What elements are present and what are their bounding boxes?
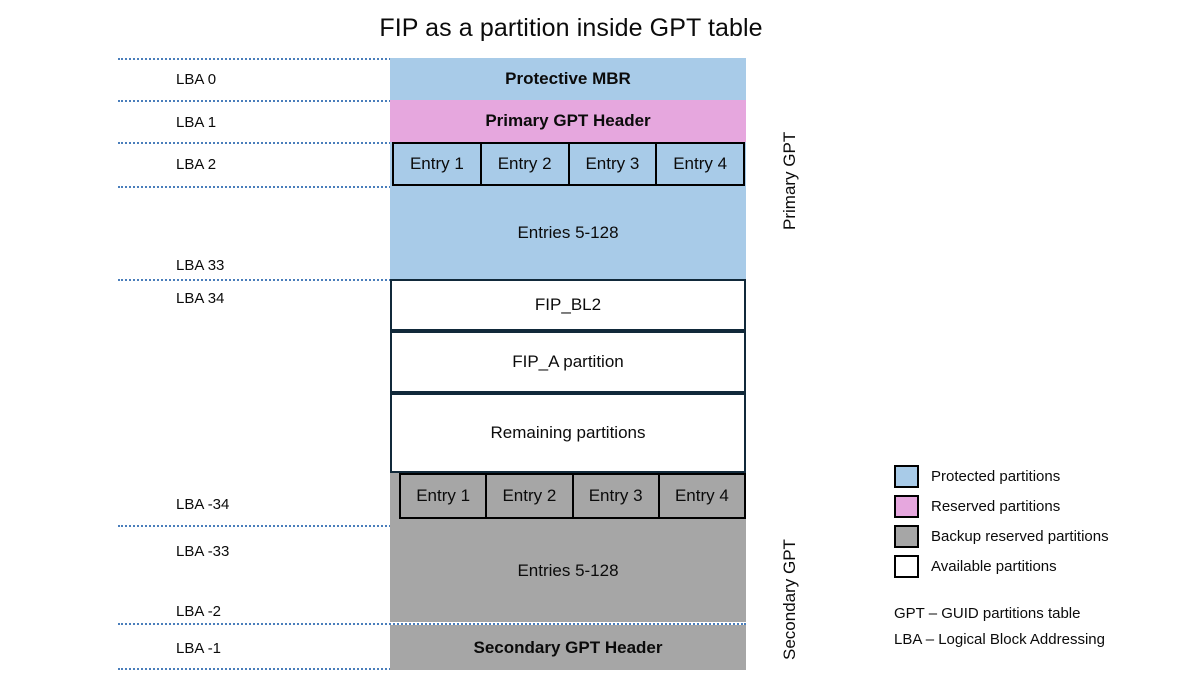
lba-label-33: LBA 33 xyxy=(176,257,225,274)
side-label-secondary-gpt: Secondary GPT xyxy=(780,539,799,660)
lba-label-1: LBA 1 xyxy=(176,114,217,131)
gpt-layout-stack: Protective MBR Primary GPT Header Entry … xyxy=(390,58,746,670)
band-primary-gpt-header: Primary GPT Header xyxy=(390,100,746,142)
band-secondary-entries-5-128: Entries 5-128 xyxy=(390,519,746,622)
secondary-entry-3: Entry 3 xyxy=(573,475,660,517)
secondary-entry-1: Entry 1 xyxy=(401,475,488,517)
primary-entry-3: Entry 3 xyxy=(569,144,658,184)
abbreviation-lba: LBA – Logical Block Addressing xyxy=(894,631,1105,648)
legend: Protected partitions Reserved partitions… xyxy=(894,461,1109,581)
secondary-gpt-entry-strip: Entry 1 Entry 2 Entry 3 Entry 4 xyxy=(399,473,746,519)
band-fip-bl2: FIP_BL2 xyxy=(390,279,746,331)
secondary-entry-2: Entry 2 xyxy=(487,475,574,517)
band-fip-a-partition: FIP_A partition xyxy=(390,331,746,393)
legend-item-backup-reserved: Backup reserved partitions xyxy=(894,521,1109,551)
lba-label-34: LBA 34 xyxy=(176,290,225,307)
primary-entry-4: Entry 4 xyxy=(657,144,743,184)
lba-label-neg-33: LBA -33 xyxy=(176,543,230,560)
legend-label-reserved: Reserved partitions xyxy=(931,497,1061,515)
page-title-text: FIP as a partition inside GPT table xyxy=(379,14,763,42)
legend-item-reserved: Reserved partitions xyxy=(894,491,1109,521)
band-secondary-gpt-header: Secondary GPT Header xyxy=(390,625,746,670)
legend-swatch-backup-reserved xyxy=(894,524,919,548)
guide-line-lba-1n-top xyxy=(118,623,746,625)
legend-swatch-available xyxy=(894,554,919,578)
abbreviation-gpt: GPT – GUID partitions table xyxy=(894,605,1081,622)
page-title: FIP as a partition inside GPT table xyxy=(0,14,1182,43)
lba-label-2: LBA 2 xyxy=(176,156,217,173)
legend-label-available: Available partitions xyxy=(931,557,1057,575)
band-protective-mbr: Protective MBR xyxy=(390,58,746,100)
abbreviation-list: GPT – GUID partitions table LBA – Logica… xyxy=(894,601,1105,653)
legend-swatch-reserved xyxy=(894,494,919,518)
primary-entry-1: Entry 1 xyxy=(394,144,482,184)
band-primary-entries-5-128: Entries 5-128 xyxy=(390,186,746,279)
secondary-entry-4: Entry 4 xyxy=(659,475,744,517)
lba-label-neg-2: LBA -2 xyxy=(176,603,222,620)
lba-label-neg-1: LBA -1 xyxy=(176,640,222,657)
band-remaining-partitions: Remaining partitions xyxy=(390,393,746,473)
legend-label-backup-reserved: Backup reserved partitions xyxy=(931,527,1109,545)
primary-entry-2: Entry 2 xyxy=(481,144,570,184)
lba-label-0: LBA 0 xyxy=(176,71,217,88)
primary-gpt-entry-strip: Entry 1 Entry 2 Entry 3 Entry 4 xyxy=(392,142,745,186)
legend-item-protected: Protected partitions xyxy=(894,461,1109,491)
legend-swatch-protected xyxy=(894,464,919,488)
legend-item-available: Available partitions xyxy=(894,551,1109,581)
legend-label-protected: Protected partitions xyxy=(931,467,1061,485)
lba-label-neg-34: LBA -34 xyxy=(176,496,230,513)
side-label-primary-gpt: Primary GPT xyxy=(780,131,799,230)
